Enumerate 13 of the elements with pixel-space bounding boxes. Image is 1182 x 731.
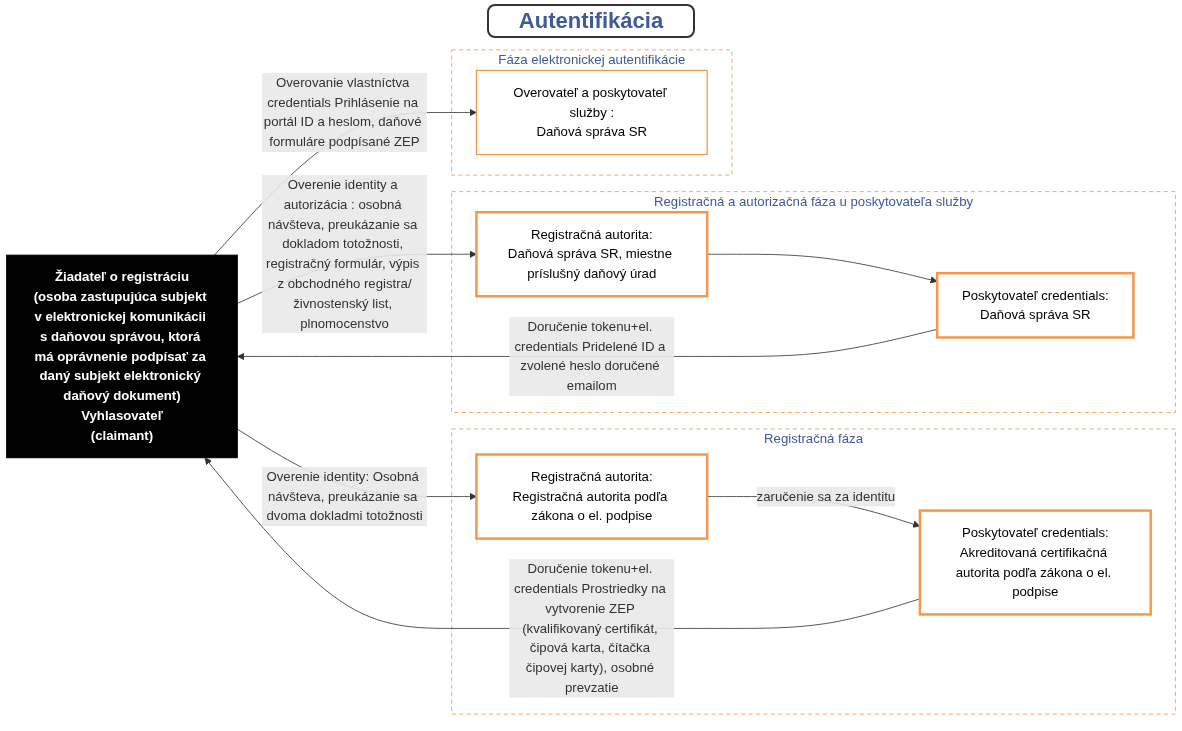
edge-label: Doručenie tokenu+el. credentials Pridelené ID a zvolené heslo doručené emailom (514, 319, 666, 393)
node-box: Poskytovateľ credentials: Daňová správa SR (935, 271, 1135, 339)
edge-label: zaručenie sa za identitu (756, 489, 896, 504)
edge-label: Overenie identity: Osobná návšteva, preukázanie sa dvoma dokladmi totožnosti (266, 469, 423, 523)
node-box: Registračná autorita: Daňová správa SR, miestne príslušný daňový úrad (475, 210, 709, 298)
node-box: Poskytovateľ credentials: Akreditovaná certifikačná autorita podľa zákona o el. podpise (918, 509, 1152, 616)
node-box: Registračná autorita: Registračná autorita podľa zákona o el. podpise (475, 453, 709, 540)
edge-label: Overovanie vlastníctva credentials Prihlásenie na portál ID a heslom, daňové formuláre podpísané ZEP (263, 75, 422, 149)
edge-label: Doručenie tokenu+el. credentials Prostriedky na vytvorenie ZEP (kvalifikovaný certifikát, čipová karta, čítačka čipovej karty), osobné prevzatie (514, 561, 666, 695)
edge-label: Overenie identity a autorizácia : osobná návšteva, preukázanie sa dokladom totožnosti, registračný formulár, výpis z obchodného registra/živnostenský list, plnomocenstvo (266, 177, 420, 331)
node-box: Overovateľ a poskytovateľ služby : Daňová správa SR (475, 69, 708, 156)
node-box: Žiadateľ o registráciu (osoba zastupujúca subjekt v elektronickej komunikácii s daňovou správou, ktorá má oprávnenie podpísať za daný subjekt elektronický daňový dokument) Vyhlasovateľ (claimant) (6, 254, 238, 459)
diagram-title: Autentifikácia (486, 4, 696, 38)
